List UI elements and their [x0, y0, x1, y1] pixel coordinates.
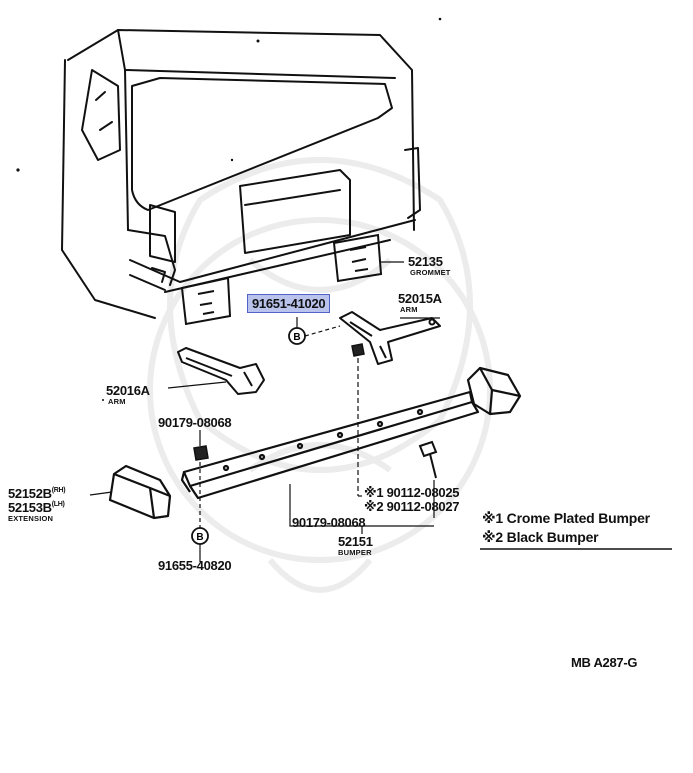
part-number-90179-08068-bottom[interactable]: 90179-08068: [292, 515, 366, 530]
grommet-plate-left: [180, 276, 232, 326]
part-number-52015a[interactable]: 52015A: [398, 291, 442, 306]
part-number-52151[interactable]: 52151: [338, 534, 373, 549]
watermark-emblem: [147, 157, 493, 593]
grommet-caption: GROMMET: [410, 268, 451, 277]
part-number-90112-08027[interactable]: ※2 90112-08027: [364, 499, 460, 514]
bumper-caption: BUMPER: [338, 548, 372, 557]
extension-caption: EXTENSION: [8, 514, 54, 523]
legend-note-2: ※2 Black Bumper: [482, 529, 599, 545]
bumper-extension-left: [108, 464, 172, 520]
nut-90179-bottom: [351, 343, 365, 357]
part-number-90179-08068-top[interactable]: 90179-08068: [158, 415, 232, 430]
rh-tag: (RH): [51, 487, 66, 494]
part-number-91651-41020-selected[interactable]: 91651-41020: [247, 294, 331, 313]
arm-bracket-52016a: [177, 347, 265, 395]
leader-lines: [89, 261, 672, 562]
diagram-code: MB A287-G: [571, 655, 638, 670]
bolt-90112: [418, 440, 438, 479]
arm-caption-52016a: ARM: [108, 397, 126, 406]
part-number-91655-40820[interactable]: 91655-40820: [158, 558, 232, 573]
legend-note-1: ※1 Crome Plated Bumper: [482, 510, 650, 526]
marker-b-text: B: [196, 532, 203, 543]
grommet-plate-right: [332, 233, 383, 283]
part-number-90112-08025[interactable]: ※1 90112-08025: [364, 485, 460, 500]
bumper-reinforcement: [180, 390, 480, 500]
arm-bracket-52015a: [339, 311, 441, 365]
part-number-52016a[interactable]: 52016A: [106, 383, 150, 398]
part-number-52135[interactable]: 52135: [408, 254, 443, 269]
marker-b-text: B: [293, 332, 300, 343]
bumper-extension-right: [466, 366, 522, 416]
part-number-52153b[interactable]: 52153B(LH): [8, 500, 65, 515]
arm-caption-52015a: ARM: [400, 305, 418, 314]
nut-90179-top: [193, 445, 209, 461]
lh-tag: (LH): [51, 501, 65, 508]
drawing-specks: [16, 17, 442, 401]
washer-marker-b-top: B: [288, 327, 306, 345]
washer-marker-b-bottom: B: [191, 527, 209, 545]
part-number-52152b[interactable]: 52152B(RH): [8, 486, 66, 501]
car-rear-outline: [61, 29, 421, 319]
